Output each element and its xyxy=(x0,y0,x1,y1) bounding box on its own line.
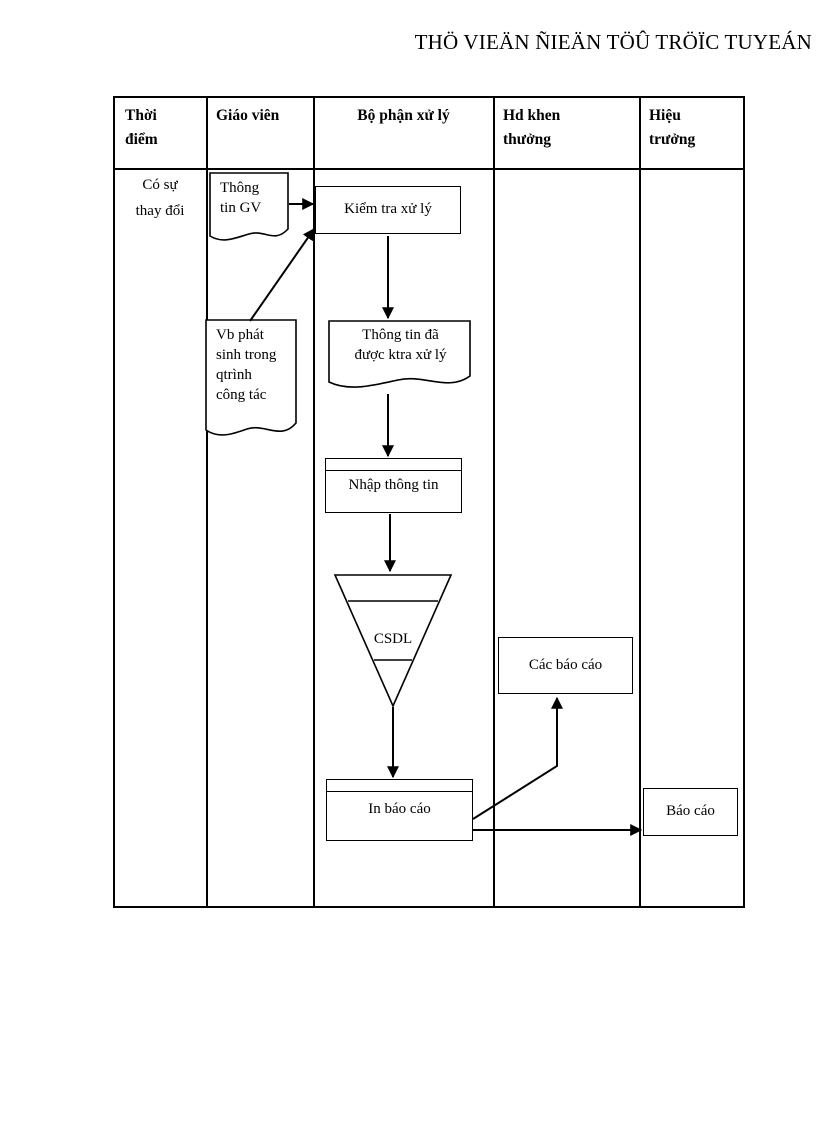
node-nhap-thong-tin-label: Nhập thông tin xyxy=(348,476,439,493)
column-divider-2 xyxy=(313,98,315,906)
column-divider-1 xyxy=(206,98,208,906)
column-header-giao-vien: Giáo viên xyxy=(216,107,280,124)
node-kiem-tra-xu-ly: Kiểm tra xử lý xyxy=(315,186,461,234)
proc-top-rule-2 xyxy=(327,791,472,792)
column-divider-3 xyxy=(493,98,495,906)
node-csdl: CSDL xyxy=(333,573,453,708)
node-nhap-thong-tin: Nhập thông tin xyxy=(325,458,462,513)
column-divider-4 xyxy=(639,98,641,906)
node-in-bao-cao: In báo cáo xyxy=(326,779,473,841)
column-header-bo-phan-xu-ly: Bộ phận xử lý xyxy=(357,107,450,124)
page-header-title: THÖ VIEÄN ÑIEÄN TÖÛ TRÖÏC TUYEÁN xyxy=(414,30,812,54)
node-in-bao-cao-label: In báo cáo xyxy=(368,801,431,818)
node-bao-cao: Báo cáo xyxy=(643,788,738,836)
node-csdl-label: CSDL xyxy=(373,631,413,647)
node-cac-bao-cao: Các báo cáo xyxy=(498,637,633,694)
proc-top-rule xyxy=(326,470,461,471)
header-row-divider xyxy=(115,168,743,170)
